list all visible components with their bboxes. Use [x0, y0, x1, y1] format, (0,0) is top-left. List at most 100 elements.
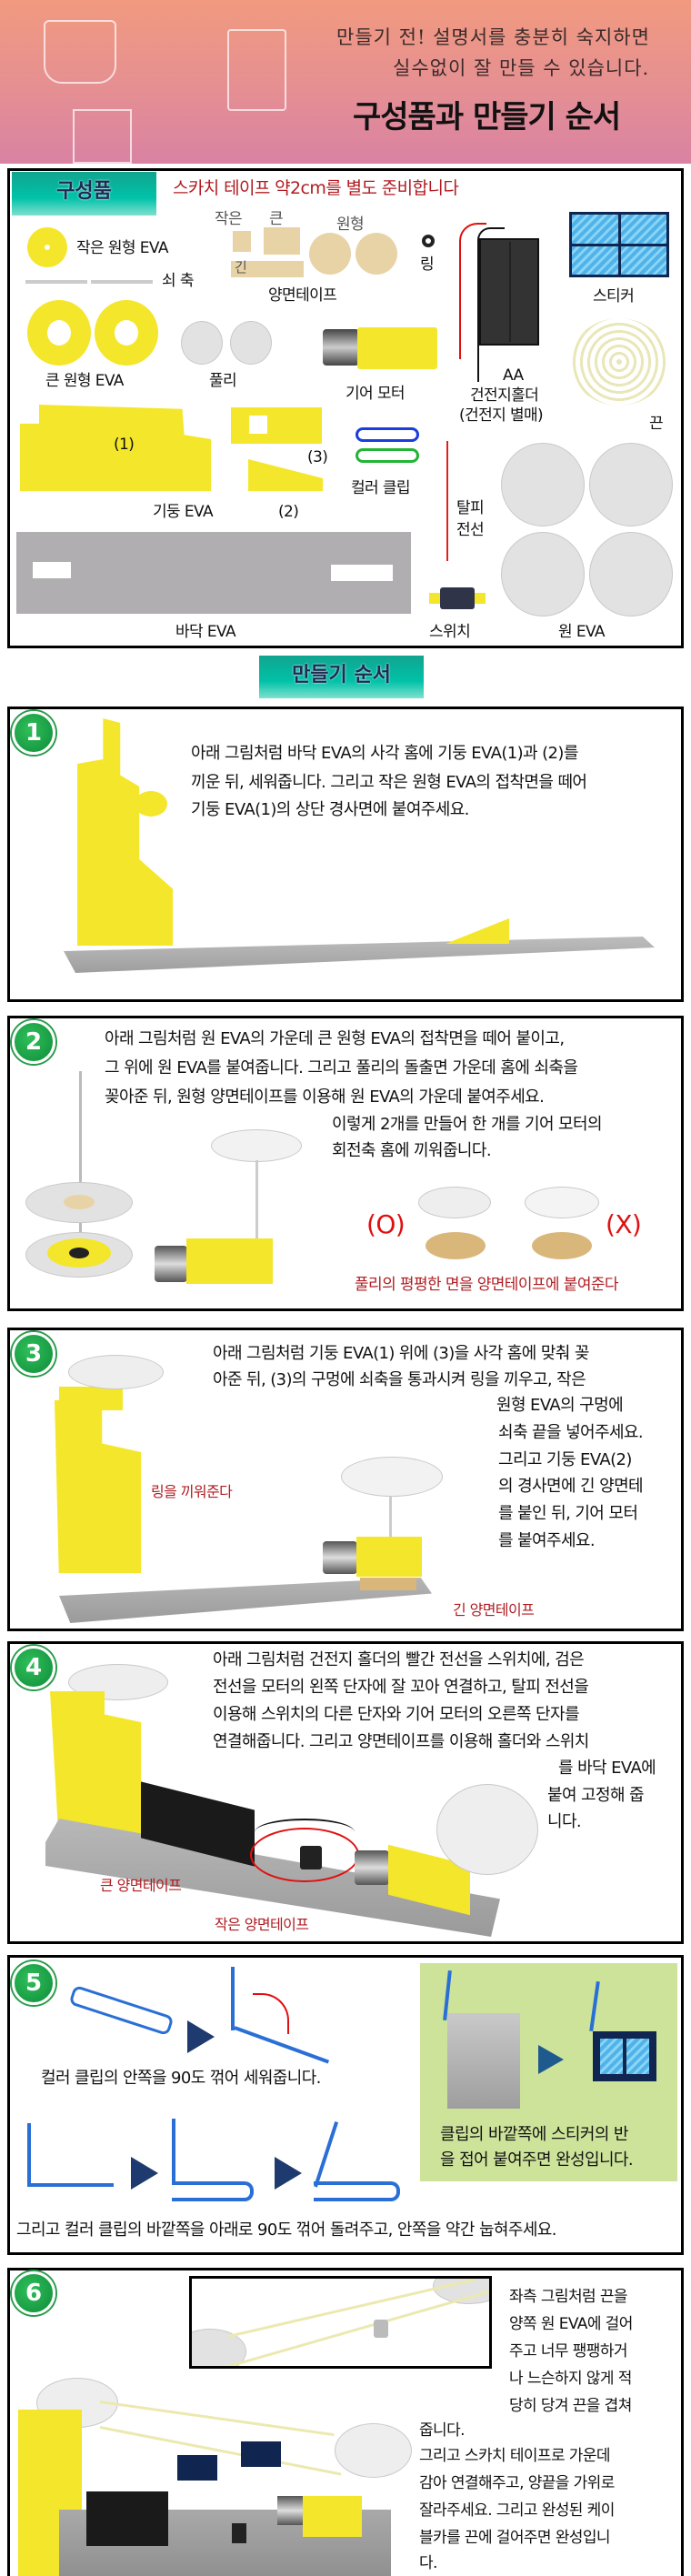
- shaft-label: 쇠 축: [162, 272, 194, 290]
- shaft-illustration: [255, 1160, 258, 1242]
- string-illustration: [227, 2290, 489, 2366]
- blue-clip-image: [356, 427, 419, 442]
- step-4-text-line: 를 바닥 EVA에: [558, 1759, 656, 1778]
- step-5-text-bottom: 그리고 컬러 클립의 바깥쪽을 아래로 90도 꺾어 돌려주고, 안쪽을 약간 …: [16, 2220, 556, 2240]
- switch-label: 스위치: [429, 623, 471, 641]
- pillar-3-image: [231, 407, 322, 444]
- sticker-back-illustration: [447, 2013, 520, 2109]
- step-6-text-line: 잘라주세요. 그리고 완성된 케이: [419, 2501, 615, 2520]
- parts-badge: 구성품: [12, 172, 156, 216]
- circle-eva-image: [501, 443, 585, 526]
- small-tape-note: 작은 양면테이프: [215, 1916, 309, 1933]
- book-doodle-icon: [227, 29, 286, 111]
- circle-eva-label: 원 EVA: [558, 623, 606, 641]
- big-eva-image: [27, 300, 91, 366]
- pulley-image: [181, 321, 223, 365]
- tape-illustration: [426, 1232, 486, 1259]
- step-6-text-line: 당히 당겨 끈을 겹쳐: [509, 2397, 632, 2415]
- step-4-text-line: 이용해 스위치의 다른 단자와 기어 모터의 오른쪽 단자를: [213, 1705, 580, 1724]
- header-subtitle-line: 만들기 전! 설명서를 충분히 숙지하면: [336, 26, 650, 48]
- string-label: 끈: [649, 415, 664, 433]
- floor-eva-image: [16, 532, 411, 614]
- switch-image: [429, 587, 486, 609]
- step-6-text-line: 다.: [419, 2554, 437, 2572]
- step-number-badge: 1: [12, 711, 55, 755]
- step-2-caption: 풀리의 평평한 면을 양면테이프에 붙여준다: [355, 1276, 619, 1294]
- book-doodle-icon: [73, 109, 132, 164]
- step-1-text-line: 기둥 EVA(1)의 상단 경사면에 붙여주세요.: [191, 800, 469, 819]
- battery-label-line: 건전지홀더: [470, 386, 539, 405]
- step-4-text-line: 연결해줍니다. 그리고 양면테이프를 이용해 홀더와 스위치: [213, 1732, 589, 1751]
- step-3-text-line: 쇠축 끝을 넣어주세요.: [498, 1423, 644, 1442]
- black-wire-illustration: [255, 1819, 355, 1846]
- step-number-badge: 5: [12, 1961, 55, 2005]
- step-2-text-line: 꽂아준 뒤, 원형 양면테이프를 이용해 원 EVA의 가운데 붙여주세요.: [105, 1088, 545, 1107]
- step-6-text-line: 감아 연결해주고, 양끝을 가위로: [419, 2474, 615, 2492]
- shaft-image: [91, 280, 153, 284]
- big-tape-image: [264, 227, 300, 255]
- clip-illustration: [314, 2181, 400, 2201]
- big-eva-illustration: [47, 1238, 111, 1268]
- clip-illustration: [589, 1980, 600, 2032]
- sticker-image: [569, 212, 669, 277]
- step-3-text-line: 아준 뒤, (3)의 구멍에 쇠축을 통과시켜 링을 끼우고, 작은: [213, 1370, 586, 1389]
- tape-note: 긴 양면테이프: [453, 1601, 535, 1619]
- switch-illustration: [232, 2523, 246, 2543]
- step-3-text-line: 를 붙인 뒤, 기어 모터: [498, 1504, 638, 1523]
- gear-motor-illustration: [186, 1238, 273, 1284]
- pulley-wrong-illustration: [525, 1187, 599, 1218]
- small-tape-image: [233, 231, 251, 252]
- tape-long-label: 긴: [235, 259, 247, 276]
- step-1-text-line: 아래 그림처럼 바닥 EVA의 사각 홈에 기둥 EVA(1)과 (2)를: [191, 744, 578, 763]
- header-banner: 만들기 전! 설명서를 충분히 숙지하면 실수없이 잘 만들 수 있습니다. 구…: [0, 0, 691, 164]
- small-eva-label: 작은 원형 EVA: [76, 239, 168, 257]
- shaft-illustration: [79, 1071, 82, 1235]
- clip-illustration: [27, 2183, 114, 2187]
- switch-illustration: [300, 1846, 322, 1869]
- clip-illustration: [172, 2119, 175, 2184]
- tape-small-label: 작은: [215, 210, 243, 228]
- shaft-illustration: [389, 1496, 392, 1539]
- small-eva-illustration: [135, 791, 167, 817]
- step-4-text-line: 전선을 모터의 왼쪽 단자에 잘 꼬아 연결하고, 탈피 전선을: [213, 1678, 589, 1697]
- disc-illustration: [436, 1784, 538, 1875]
- big-eva-label: 큰 원형 EVA: [45, 372, 124, 390]
- wire-label-line: 탈피: [456, 499, 485, 517]
- clip-illustration: [27, 2123, 31, 2185]
- detail-inset: [189, 2276, 492, 2369]
- stripped-wire-image: [446, 441, 448, 561]
- pillar-2-label: (2): [278, 503, 299, 521]
- string-spiral-image: [570, 318, 668, 406]
- correct-mark: (O): [366, 1209, 406, 1239]
- parts-notice: 스카치 테이프 약2cm를 별도 준비합니다: [173, 178, 459, 198]
- step-6-text-line: 좌측 그림처럼 끈을: [509, 2288, 628, 2306]
- shaft-image: [25, 280, 87, 284]
- scotch-tape-illustration: [374, 2320, 388, 2338]
- book-doodle-icon: [44, 20, 116, 84]
- pulley-label: 풀리: [209, 372, 237, 390]
- step-4-text-line: 니다.: [547, 1812, 582, 1831]
- pillar-3-illustration: [59, 1387, 123, 1410]
- clip-illustration: [172, 2181, 254, 2201]
- sticker-illustration: [593, 2031, 656, 2081]
- clip-label: 컬러 클립: [351, 479, 411, 497]
- step-5-text-top: 컬러 클립의 안쪽을 90도 꺾어 세워줍니다.: [41, 2069, 321, 2088]
- disc-illustration: [211, 1129, 302, 1162]
- floor-eva-label: 바닥 EVA: [175, 623, 236, 641]
- motor-body-illustration: [277, 2496, 305, 2525]
- gear-motor-illustration: [356, 1537, 422, 1577]
- step-3-text-line: 아래 그림처럼 기둥 EVA(1) 위에 (3)을 사각 홈에 맞춰 꽂: [213, 1344, 589, 1363]
- pillar-1-label: (1): [114, 436, 135, 454]
- black-wire-image: [477, 227, 505, 382]
- step-6-text-line: 나 느슨하지 않게 적: [509, 2370, 632, 2388]
- tape-big-label: 큰: [269, 210, 284, 228]
- step-4-text-line: 붙여 고정해 줍: [547, 1786, 645, 1805]
- long-tape-illustration: [360, 1578, 416, 1590]
- pillar-1-image: [20, 405, 211, 491]
- wrong-mark: (X): [606, 1209, 642, 1239]
- cable-car-illustration: [241, 2441, 281, 2467]
- sticker-label: 스티커: [593, 287, 635, 306]
- red-wire-image: [459, 223, 486, 359]
- gear-motor-illustration: [303, 2496, 362, 2537]
- disc-illustration: [335, 2423, 412, 2478]
